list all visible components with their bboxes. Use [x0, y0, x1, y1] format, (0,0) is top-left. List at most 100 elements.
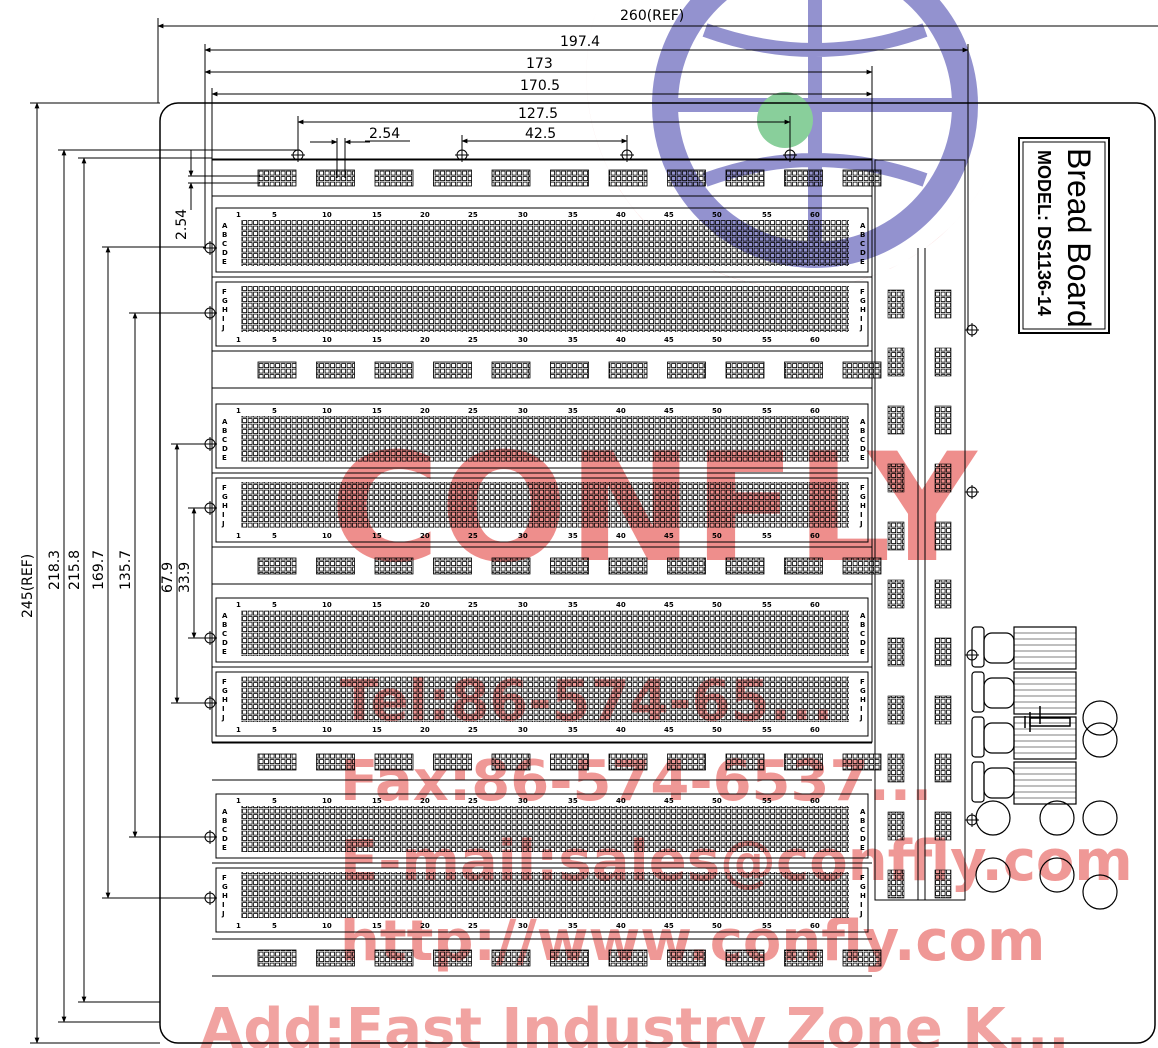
rail-hole-group — [374, 169, 414, 187]
column-number: 15 — [372, 407, 382, 415]
column-number: 20 — [420, 336, 430, 344]
side-rail-holes — [934, 289, 952, 319]
row-letter: C — [860, 436, 865, 444]
row-letter: I — [860, 315, 863, 323]
column-number: 25 — [468, 797, 478, 805]
column-number: 40 — [616, 601, 626, 609]
column-number: 55 — [762, 797, 772, 805]
column-number: 40 — [616, 532, 626, 540]
column-number: 15 — [372, 797, 382, 805]
row-letter: E — [860, 454, 865, 462]
rail-hole-group — [608, 949, 648, 967]
column-number: 35 — [568, 797, 578, 805]
rail-hole-group — [433, 753, 472, 771]
row-letter: E — [222, 648, 227, 656]
row-letter: H — [222, 502, 228, 510]
row-letter: I — [222, 901, 225, 909]
row-letter: G — [860, 297, 866, 305]
side-rail-holes — [887, 289, 905, 319]
dim-height-33: 33.9 — [177, 562, 193, 593]
column-number: 50 — [712, 532, 722, 540]
row-letter: B — [860, 817, 865, 825]
post-knob — [975, 800, 1011, 836]
column-number: 55 — [762, 336, 772, 344]
column-number: 5 — [272, 601, 277, 609]
post-knob — [1082, 874, 1118, 910]
row-letter: J — [221, 520, 225, 528]
title-box — [1018, 137, 1110, 334]
row-letter: E — [860, 844, 865, 852]
row-letter: D — [222, 249, 228, 257]
column-number: 1 — [236, 726, 241, 734]
column-number: 30 — [518, 211, 528, 219]
column-number: 35 — [568, 407, 578, 415]
column-number: 60 — [810, 601, 820, 609]
binding-post — [971, 761, 1077, 805]
column-number: 55 — [762, 407, 772, 415]
rail-hole-group — [374, 949, 414, 967]
column-number: 55 — [762, 601, 772, 609]
column-number: 40 — [616, 922, 626, 930]
rail-hole-group — [725, 949, 765, 967]
side-rail-holes — [934, 405, 952, 435]
rail-hole-group — [608, 753, 648, 771]
row-letter: G — [222, 687, 228, 695]
rail-hole-group — [491, 557, 531, 575]
column-number: 60 — [810, 726, 820, 734]
post-knob — [1039, 800, 1075, 836]
column-number: 35 — [568, 726, 578, 734]
rail-hole-group — [316, 557, 355, 575]
column-number: 35 — [568, 532, 578, 540]
column-number: 15 — [372, 601, 382, 609]
row-letter: I — [222, 705, 225, 713]
row-letter: G — [860, 883, 866, 891]
row-letter: J — [859, 910, 863, 918]
column-number: 1 — [236, 601, 241, 609]
row-letter: B — [222, 231, 227, 239]
hole-matrix — [241, 482, 849, 528]
column-number: 30 — [518, 336, 528, 344]
row-letter: J — [859, 324, 863, 332]
column-number: 20 — [420, 211, 430, 219]
rail-hole-group — [608, 169, 648, 187]
rail-hole-group — [842, 949, 882, 967]
column-number: 40 — [616, 336, 626, 344]
row-letter: G — [222, 883, 228, 891]
column-number: 30 — [518, 601, 528, 609]
column-number: 30 — [518, 797, 528, 805]
hole-matrix — [241, 610, 849, 656]
post-knob — [1082, 800, 1118, 836]
side-rail-holes — [934, 463, 952, 493]
rail-hole-group — [550, 949, 589, 967]
dim-width-173: 173 — [526, 56, 553, 72]
row-letter: F — [222, 288, 227, 296]
power-rail — [212, 742, 882, 781]
row-letter: H — [860, 892, 866, 900]
column-number: 60 — [810, 336, 820, 344]
row-letter: G — [860, 493, 866, 501]
row-letter: I — [222, 315, 225, 323]
rail-hole-group — [842, 169, 882, 187]
column-number: 35 — [568, 601, 578, 609]
column-number: 10 — [322, 922, 332, 930]
dim-height-67: 67.9 — [160, 562, 176, 593]
column-number: 45 — [664, 726, 674, 734]
column-number: 40 — [616, 407, 626, 415]
column-number: 20 — [420, 726, 430, 734]
rail-hole-group — [257, 949, 297, 967]
row-letter: C — [860, 630, 865, 638]
column-number: 20 — [420, 407, 430, 415]
row-letter: G — [222, 493, 228, 501]
vertical-dimensions — [30, 102, 300, 1044]
column-number: 10 — [322, 407, 332, 415]
column-number: 45 — [664, 797, 674, 805]
side-rail-holes — [887, 463, 905, 493]
hole-matrix — [241, 676, 849, 722]
column-number: 1 — [236, 211, 241, 219]
rail-hole-group — [257, 169, 297, 187]
column-number: 45 — [664, 211, 674, 219]
column-number: 30 — [518, 922, 528, 930]
column-number: 35 — [568, 922, 578, 930]
